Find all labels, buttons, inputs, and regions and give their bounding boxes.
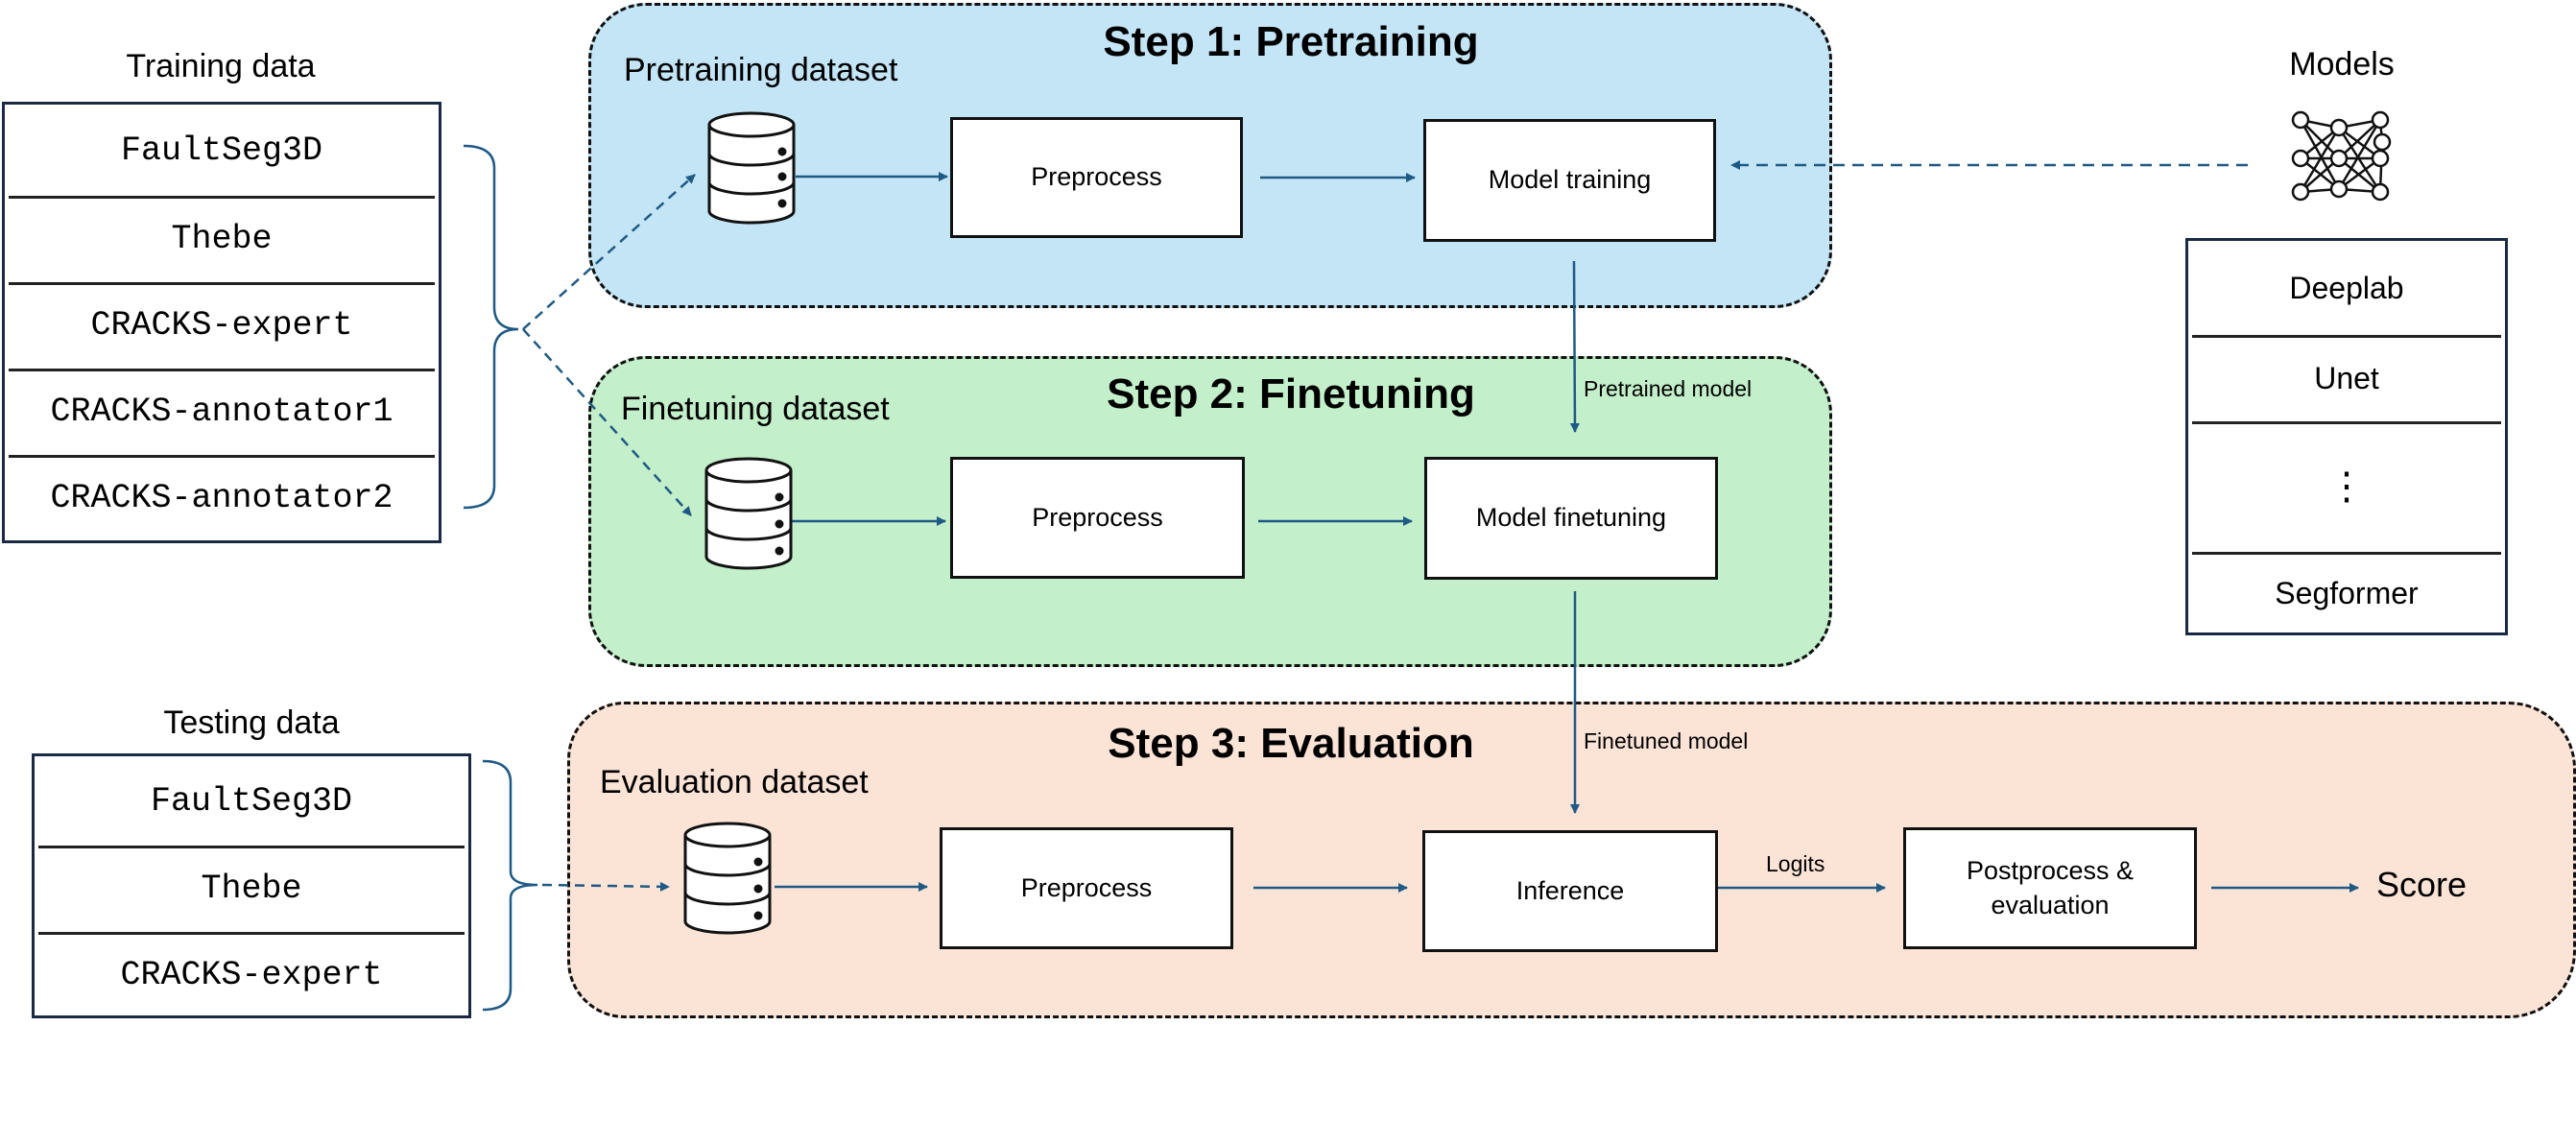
pretrained-model-arrow — [1569, 260, 1580, 433]
logits-label: Logits — [1766, 851, 1825, 876]
train-to-finetune-arrow — [522, 328, 692, 516]
model-item-ellipsis: ⋮ — [2327, 465, 2366, 508]
finetuning-dataset-label: Finetuning dataset — [621, 391, 890, 427]
training-item: FaultSeg3D — [120, 131, 323, 170]
evaluation-dataset-label: Evaluation dataset — [600, 764, 869, 800]
pretraining-dataset-label: Pretraining dataset — [624, 52, 898, 88]
postprocess-line2: evaluation — [1991, 890, 2110, 919]
row-divider — [38, 932, 465, 935]
row-divider — [2192, 552, 2501, 555]
model-training-box: Model training — [1423, 119, 1716, 242]
models-title: Models — [2289, 46, 2395, 83]
training-item: CRACKS-expert — [90, 306, 353, 345]
postprocess-line1: Postprocess & — [1966, 856, 2135, 886]
model-item: Deeplab — [2289, 270, 2404, 305]
testing-item: FaultSeg3D — [150, 781, 353, 821]
training-data-title: Training data — [126, 48, 316, 84]
row-divider — [2192, 335, 2501, 338]
testing-brace — [482, 759, 538, 1012]
row-divider — [9, 196, 435, 199]
postprocess-evaluation-box: Postprocess & evaluation — [1903, 827, 2197, 949]
training-brace — [463, 144, 519, 510]
row-divider — [38, 846, 465, 848]
model-item: Unet — [2314, 360, 2379, 395]
step1-preprocess-box: Preprocess — [950, 117, 1243, 238]
row-divider — [9, 455, 435, 458]
score-label: Score — [2376, 865, 2468, 904]
testing-data-title: Testing data — [163, 704, 340, 741]
model-item: Segformer — [2275, 575, 2419, 610]
step2-preprocess-box: Preprocess — [950, 457, 1245, 579]
finetuned-model-label: Finetuned model — [1584, 728, 1749, 753]
testing-item: CRACKS-expert — [120, 956, 383, 994]
training-item: CRACKS-annotator2 — [50, 479, 394, 517]
step2-title: Step 2: Finetuning — [1107, 370, 1475, 417]
step3-title: Step 3: Evaluation — [1108, 720, 1474, 767]
inference-box: Inference — [1422, 830, 1718, 952]
models-table: Deeplab Unet ⋮ Segformer — [2185, 238, 2508, 635]
test-to-eval-arrow — [541, 881, 670, 892]
step3-preprocess-box: Preprocess — [940, 827, 1233, 949]
model-finetuning-box: Model finetuning — [1424, 457, 1718, 580]
testing-data-table: FaultSeg3D Thebe CRACKS-expert — [32, 753, 471, 1018]
neural-network-icon — [2291, 110, 2392, 202]
pretrained-model-label: Pretrained model — [1584, 376, 1753, 401]
training-data-table: FaultSeg3D Thebe CRACKS-expert CRACKS-an… — [2, 102, 441, 543]
row-divider — [2192, 421, 2501, 424]
database-icon — [683, 822, 772, 935]
training-item: Thebe — [171, 220, 273, 258]
training-item: CRACKS-annotator1 — [50, 393, 394, 431]
row-divider — [9, 282, 435, 285]
testing-item: Thebe — [201, 870, 302, 908]
database-icon — [707, 111, 796, 225]
row-divider — [9, 369, 435, 371]
step1-title: Step 1: Pretraining — [1103, 18, 1479, 65]
database-icon — [704, 457, 793, 570]
train-to-pretrain-arrow — [522, 174, 696, 330]
